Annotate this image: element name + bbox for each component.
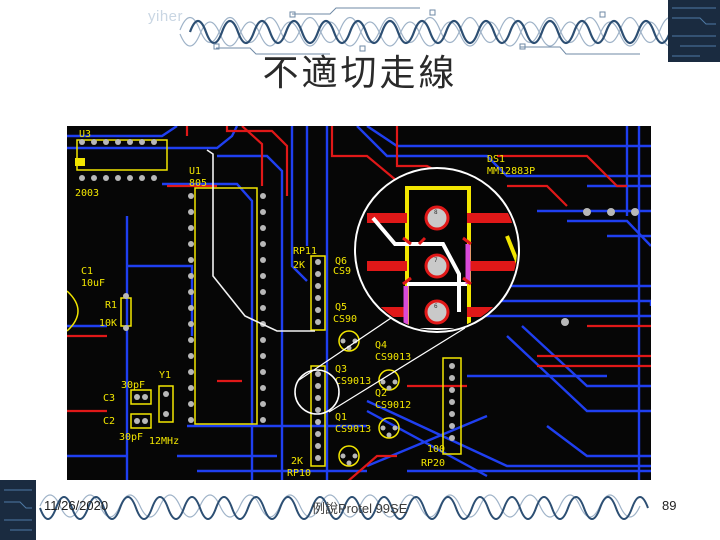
u3-label: U3 xyxy=(79,129,91,140)
u1-value: 805 xyxy=(189,178,207,189)
improper-trace xyxy=(206,149,315,332)
u1-label: U1 xyxy=(189,166,201,177)
q4-outline xyxy=(338,330,360,352)
magnified-view: 8 7 6 xyxy=(354,167,520,333)
y1-label: Y1 xyxy=(159,370,171,381)
c2-outline xyxy=(130,413,152,429)
y1-value: 12MHz xyxy=(149,436,179,447)
rp10-outline xyxy=(310,365,326,467)
q1b-outline xyxy=(378,417,400,439)
c3-label: C3 xyxy=(103,393,115,404)
rp20-outline xyxy=(442,357,462,455)
c3-outline xyxy=(130,389,152,405)
magnifier-lines xyxy=(298,313,466,413)
rp10-value: 2K xyxy=(291,456,303,467)
q6-value: CS9 xyxy=(333,266,351,277)
pcb-canvas: U3 2003 U1 805 C1 10uF R1 10K Y1 12MHz 3… xyxy=(66,125,653,483)
rp11-label: RP11 xyxy=(293,246,317,257)
header-circuit-banner xyxy=(0,0,720,62)
q1-value: CS9013 xyxy=(335,424,371,435)
footer-date: 11/26/2020 xyxy=(44,498,109,513)
c1-label: C1 xyxy=(81,266,93,277)
ds1-value: MM12883P xyxy=(487,166,535,177)
q5-label: Q5 xyxy=(335,302,347,313)
q2-label: Q2 xyxy=(375,388,387,399)
small-highlight-circle xyxy=(294,369,340,415)
rp11-value: 2K xyxy=(293,260,305,271)
q6-label: Q6 xyxy=(335,256,347,267)
rp20-value: 100 xyxy=(427,444,445,455)
c2-value: 30pF xyxy=(119,432,143,443)
c2-label: C2 xyxy=(103,416,115,427)
c3-value: 30pF xyxy=(121,380,145,391)
q4-label: Q4 xyxy=(375,340,387,351)
u1-component xyxy=(188,187,266,425)
slide-title: 不適切走線 xyxy=(262,53,458,94)
mag-pad-7: 7 xyxy=(434,257,438,264)
pcb-layout-view: U3 2003 U1 805 C1 10uF R1 10K Y1 12MHz 3… xyxy=(66,125,653,483)
q2-value: CS9012 xyxy=(375,400,411,411)
c1-value: 10uF xyxy=(81,278,105,289)
u3-value: 2003 xyxy=(75,188,99,199)
r1-value: 10K xyxy=(99,318,117,329)
footer-course-title: 例說Protel 99SE xyxy=(312,501,408,516)
ds1-label: DS1 xyxy=(487,154,505,165)
r1-label: R1 xyxy=(105,300,117,311)
q4-value: CS9013 xyxy=(375,352,411,363)
q1-label: Q1 xyxy=(335,412,347,423)
rp10-label: RP10 xyxy=(287,468,311,479)
rp20-label: RP20 xyxy=(421,458,445,469)
red-traces xyxy=(67,125,651,483)
watermark-text: yiher xyxy=(148,8,184,25)
c1-outline xyxy=(66,290,79,332)
mag-pad-6: 6 xyxy=(434,303,438,310)
q3-label: Q3 xyxy=(335,364,347,375)
footer-circuit-banner xyxy=(0,480,720,540)
q3-value: CS9013 xyxy=(335,376,371,387)
slide-page-number: 89 xyxy=(662,498,677,513)
u3-component xyxy=(75,139,168,181)
mag-pad-8: 8 xyxy=(434,209,438,216)
q5-value: CS90 xyxy=(333,314,357,325)
rp11-outline xyxy=(310,255,326,331)
y1-outline xyxy=(158,385,174,423)
q1-outline xyxy=(338,445,360,467)
